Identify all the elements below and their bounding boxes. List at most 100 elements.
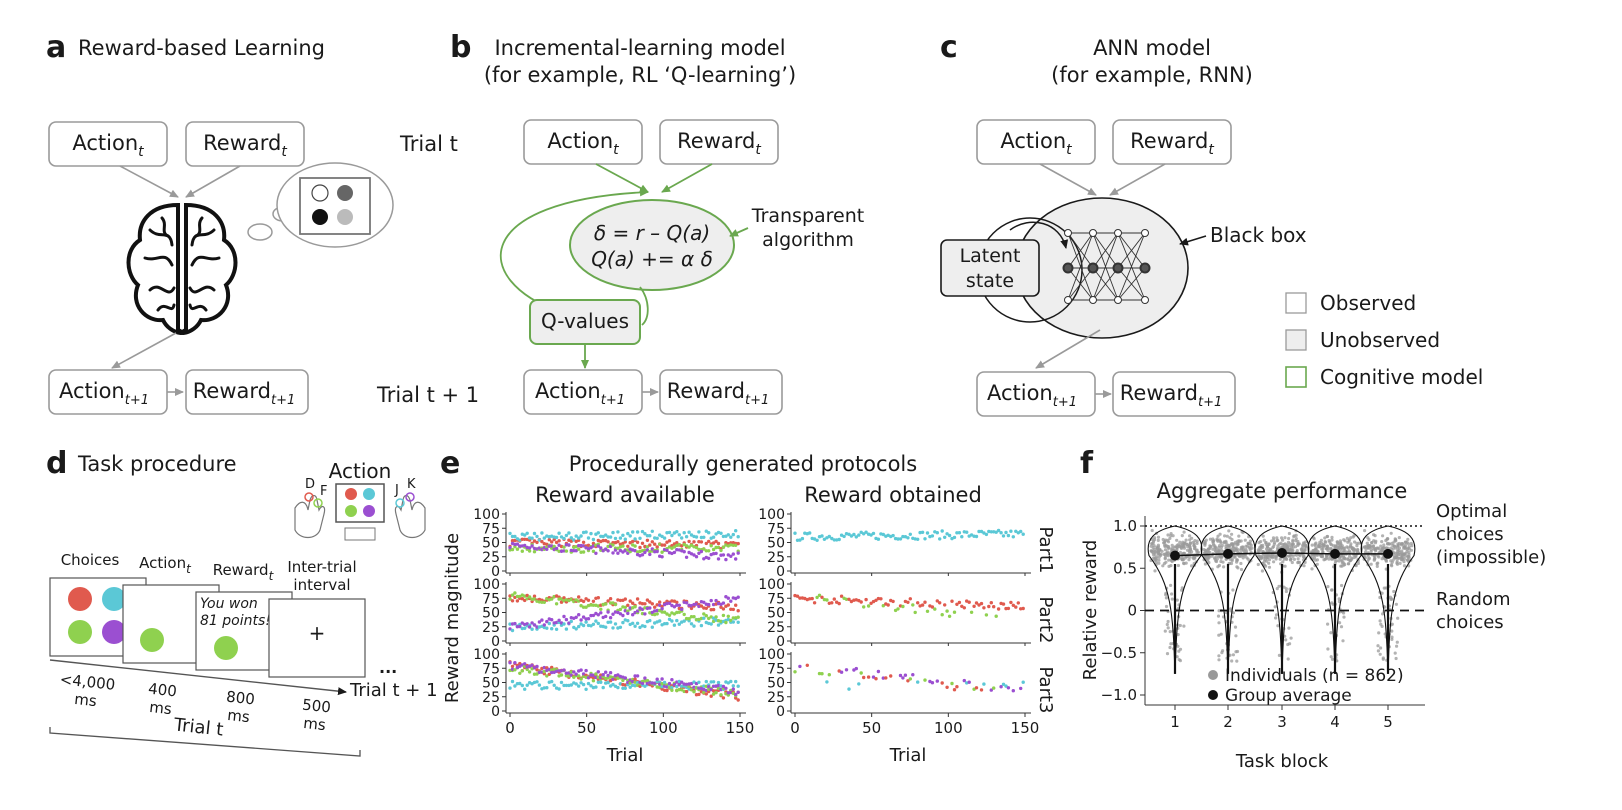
e-point: [952, 688, 957, 692]
e-point: [606, 610, 610, 614]
e-point: [535, 672, 539, 676]
f-individual: [1369, 548, 1373, 552]
e-point: [684, 689, 689, 694]
e-point: [579, 668, 583, 672]
e-point: [623, 605, 627, 609]
e-point: [793, 531, 797, 535]
e-point: [660, 607, 664, 611]
panel-f-title: Aggregate performance: [1157, 479, 1408, 503]
e-point: [596, 531, 600, 535]
f-individual: [1178, 550, 1182, 555]
e-point: [665, 688, 669, 693]
f-individual: [1396, 542, 1400, 546]
e-ytick-label: 75: [482, 521, 500, 537]
f-individual: [1376, 644, 1380, 648]
e-point: [523, 626, 527, 630]
e-point: [631, 530, 635, 534]
f-individual: [1390, 622, 1394, 626]
f-individual: [1291, 554, 1295, 558]
e-point: [721, 553, 726, 557]
e-point: [692, 680, 696, 684]
e-point: [689, 622, 694, 626]
f-individual: [1286, 657, 1290, 661]
e-point: [680, 536, 684, 540]
e-point: [660, 610, 664, 614]
e-point: [1019, 686, 1023, 691]
e-point: [736, 615, 740, 619]
e-point: [830, 601, 834, 605]
f-individual: [1170, 597, 1174, 601]
f-individual: [1182, 562, 1186, 566]
panel-e-title: Procedurally generated protocols: [569, 452, 917, 476]
e-point: [854, 535, 858, 539]
f-individual: [1215, 537, 1219, 541]
e-point: [670, 678, 674, 682]
f-individual: [1217, 658, 1221, 662]
e-ytick-label: 0: [491, 704, 500, 720]
f-individual: [1256, 562, 1260, 567]
e-xtick-label: 100: [649, 719, 678, 737]
e-point: [577, 547, 581, 551]
e-ytick-label: 0: [491, 634, 500, 650]
e-point: [736, 620, 740, 624]
e-point: [719, 693, 723, 697]
f-individual: [1166, 533, 1170, 537]
e-point: [559, 673, 564, 677]
e-point: [881, 676, 885, 680]
e-xtick-label: 100: [934, 719, 963, 737]
e-point: [645, 534, 650, 538]
f-individual: [1323, 539, 1327, 544]
e-point: [635, 621, 640, 625]
f-individual: [1266, 553, 1270, 557]
e-point: [684, 544, 689, 548]
e-point: [604, 602, 608, 606]
e-point: [684, 616, 689, 621]
f-xtick-label: 5: [1383, 713, 1393, 731]
e-point: [596, 544, 600, 548]
e-point: [711, 689, 716, 693]
e-point: [591, 541, 596, 546]
e-point: [859, 530, 863, 534]
f-individual: [1301, 543, 1305, 547]
e-point: [984, 532, 989, 537]
e-point: [599, 611, 603, 615]
e-point: [532, 594, 537, 598]
e-point: [601, 685, 605, 690]
f-individual: [1403, 554, 1407, 558]
f-individual: [1278, 557, 1282, 561]
iti-label-2: interval: [293, 576, 350, 594]
e-point: [677, 603, 681, 607]
f-individual: [1181, 551, 1186, 556]
e-point: [604, 614, 608, 619]
e-point: [731, 620, 735, 624]
e-point: [525, 667, 529, 672]
e-point: [699, 604, 704, 608]
f-group-point: [1223, 548, 1233, 559]
panel-b: b Incremental-learning model (for exampl…: [450, 30, 864, 415]
f-individual: [1288, 558, 1293, 562]
panel-e-xlabel-2: Trial: [889, 745, 927, 766]
e-point: [564, 674, 569, 678]
f-individual: [1237, 534, 1241, 538]
f-individual: [1396, 549, 1400, 554]
e-point: [527, 625, 532, 629]
e-point: [1009, 600, 1013, 605]
e-point: [572, 675, 576, 679]
f-individual: [1346, 550, 1350, 554]
f-individual: [1349, 536, 1353, 540]
e-point: [716, 541, 721, 546]
f-individual: [1406, 537, 1410, 542]
e-point: [726, 533, 730, 537]
e-point: [835, 538, 839, 542]
f-individual: [1176, 543, 1180, 547]
e-ytick-label: 50: [767, 606, 785, 622]
e-point: [626, 603, 630, 607]
nn-node: [1114, 229, 1122, 237]
f-individual: [1195, 548, 1199, 552]
e-point: [675, 610, 679, 615]
e-point: [562, 545, 566, 549]
e-point: [518, 661, 522, 666]
e-point: [665, 548, 669, 552]
e-point: [987, 604, 991, 609]
f-individual: [1348, 544, 1353, 548]
